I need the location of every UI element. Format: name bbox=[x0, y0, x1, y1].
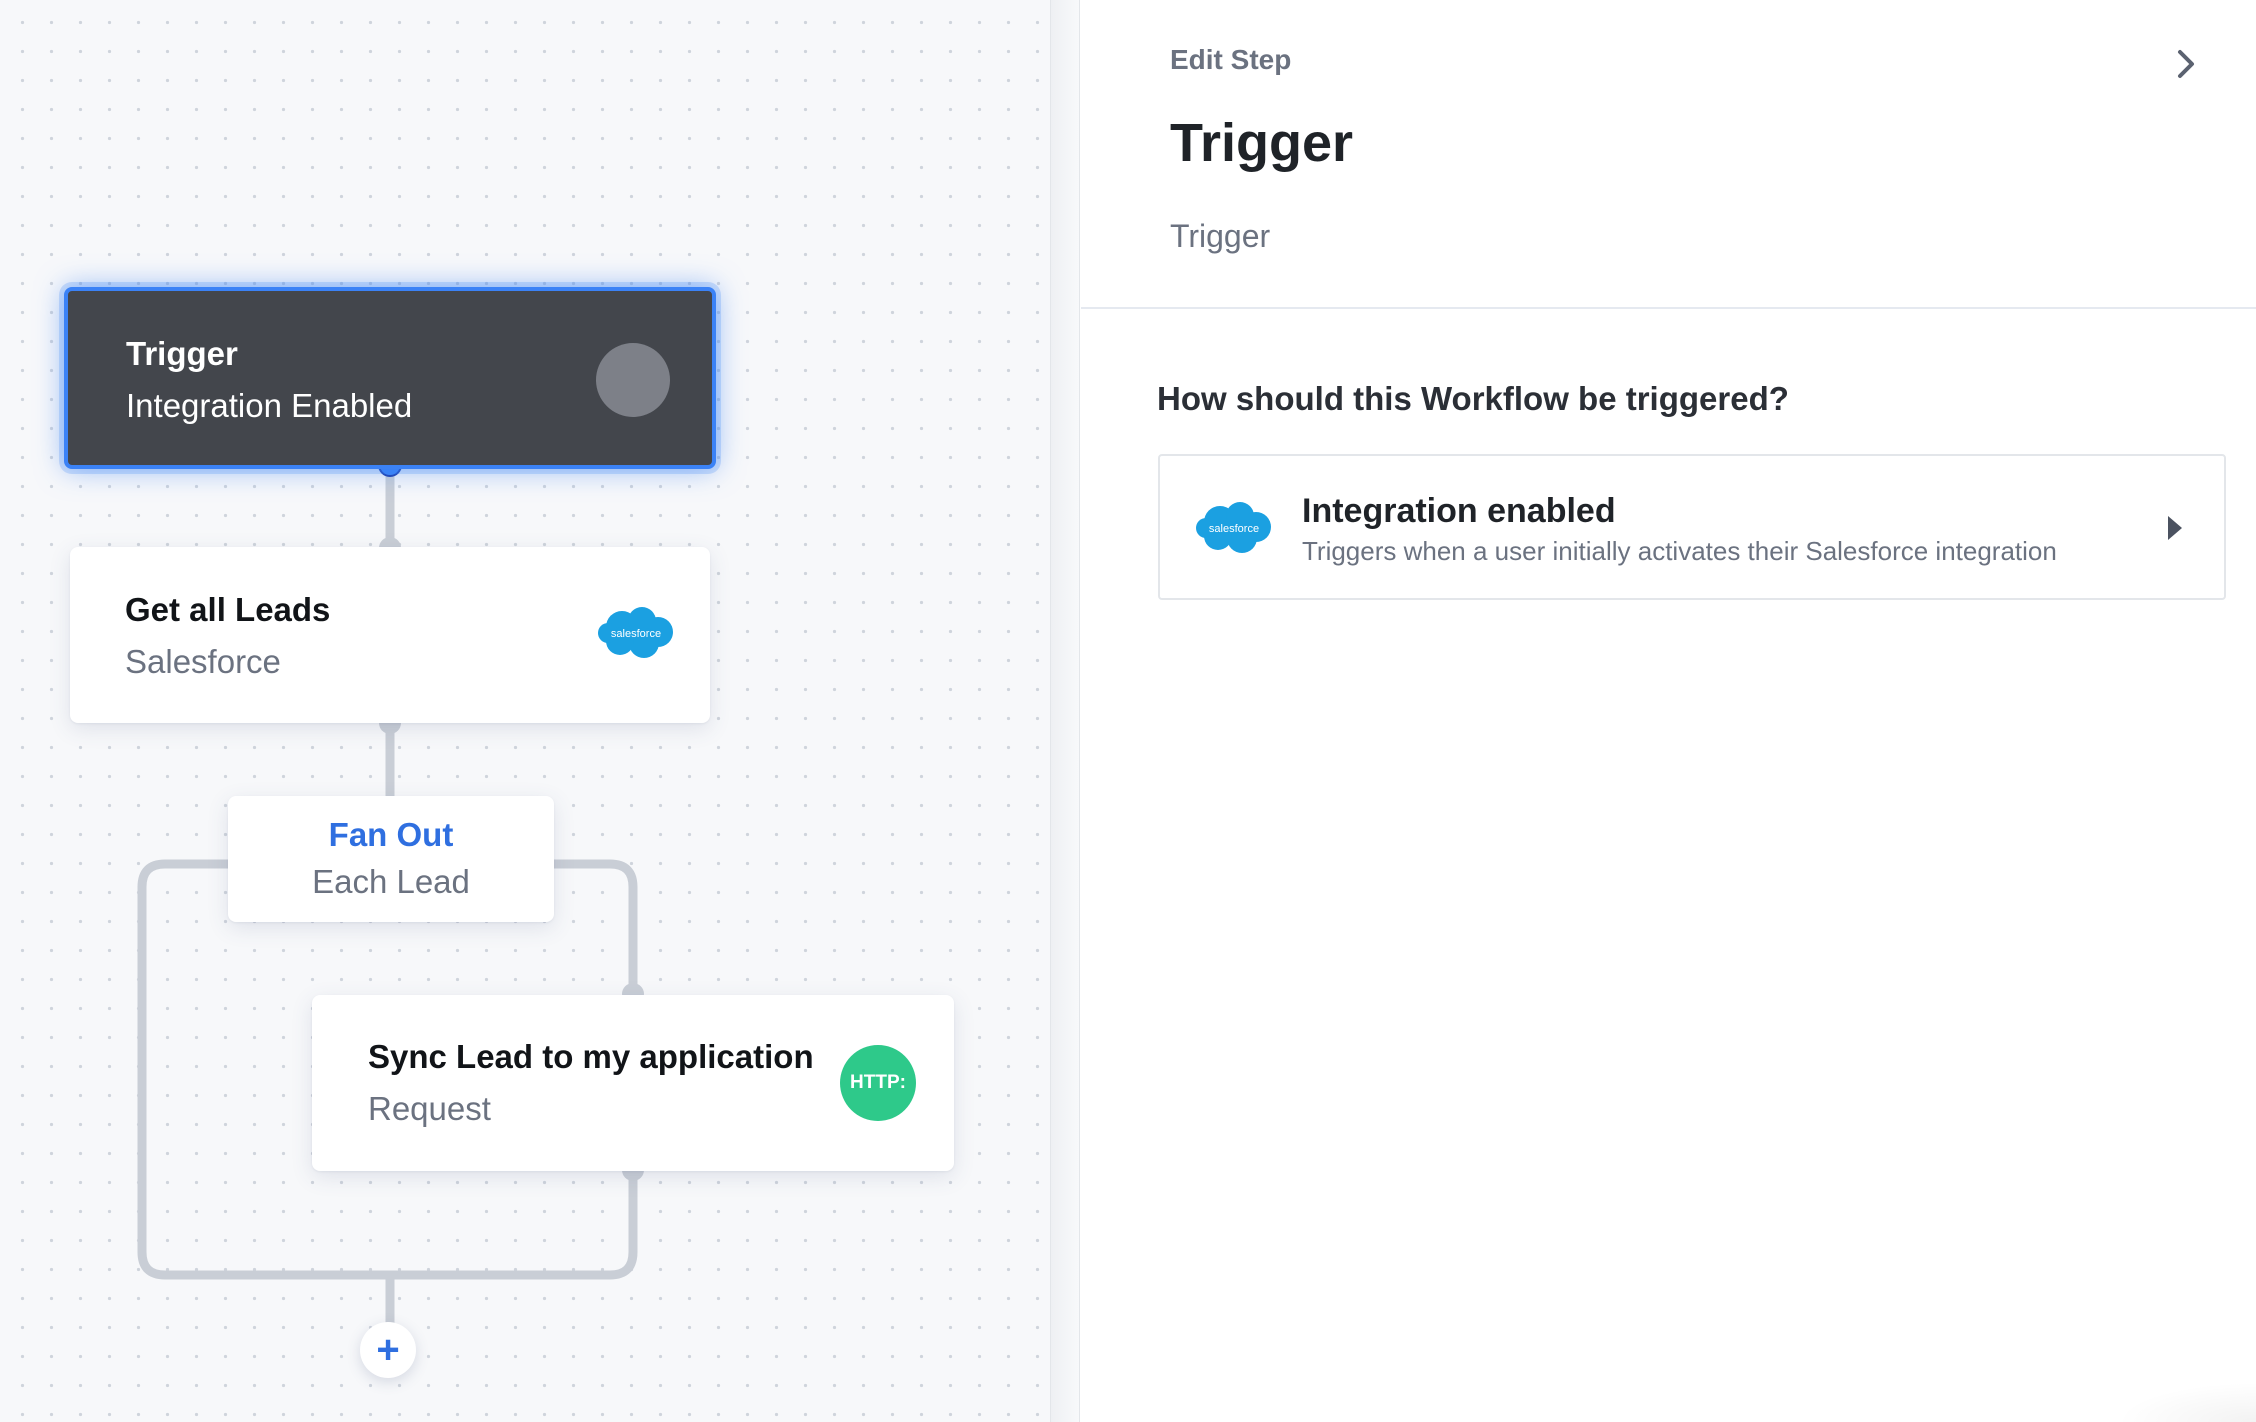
panel-divider[interactable] bbox=[1050, 0, 1080, 1422]
fan-out-node-subtitle: Each Lead bbox=[312, 863, 470, 900]
get-leads-node[interactable]: Get all Leads Salesforce salesforce bbox=[70, 547, 710, 723]
trigger-status-icon bbox=[596, 343, 670, 417]
connector-fanout-sync bbox=[547, 859, 638, 1000]
trigger-option-integration-enabled[interactable]: salesforce Integration enabled Triggers … bbox=[1158, 454, 2226, 600]
caret-right-icon bbox=[2168, 516, 2182, 540]
trigger-node-subtitle: Integration Enabled bbox=[126, 387, 413, 424]
trigger-node[interactable]: Trigger Integration Enabled bbox=[64, 287, 716, 469]
salesforce-logo-text: salesforce bbox=[611, 628, 661, 640]
panel-title: Trigger bbox=[1170, 113, 1354, 173]
sync-lead-node[interactable]: Sync Lead to my application Request HTTP… bbox=[312, 995, 954, 1171]
corner-shade bbox=[2116, 1382, 2256, 1422]
salesforce-logo-icon: salesforce bbox=[598, 607, 673, 658]
http-badge-icon: HTTP: bbox=[840, 1045, 916, 1121]
sync-lead-node-title: Sync Lead to my application bbox=[368, 1038, 814, 1075]
panel-header: Edit Step Trigger Trigger bbox=[1081, 0, 2256, 309]
workflow-canvas[interactable]: Trigger Integration Enabled Get all Lead… bbox=[0, 0, 1050, 1422]
chevron-right-icon[interactable] bbox=[2170, 46, 2202, 82]
add-step-button[interactable]: + bbox=[360, 1322, 416, 1378]
plus-icon: + bbox=[376, 1328, 400, 1372]
salesforce-logo-icon: salesforce bbox=[1196, 502, 1271, 553]
fan-out-node[interactable]: Fan Out Each Lead bbox=[228, 796, 554, 922]
panel-subtitle: Trigger bbox=[1170, 218, 1271, 254]
get-leads-node-title: Get all Leads bbox=[125, 591, 331, 628]
edit-step-panel: Edit Step Trigger Trigger How should thi… bbox=[1081, 0, 2256, 1422]
trigger-question: How should this Workflow be triggered? bbox=[1157, 380, 1789, 417]
option-title: Integration enabled bbox=[1302, 492, 1616, 530]
get-leads-node-subtitle: Salesforce bbox=[125, 643, 281, 680]
sync-lead-node-subtitle: Request bbox=[368, 1090, 491, 1127]
connector-loop bbox=[137, 859, 638, 1280]
panel-label: Edit Step bbox=[1170, 44, 1292, 75]
trigger-node-title: Trigger bbox=[126, 335, 238, 372]
fan-out-node-title: Fan Out bbox=[328, 816, 454, 853]
option-description: Triggers when a user initially activates… bbox=[1302, 536, 2057, 566]
salesforce-logo-text: salesforce bbox=[1209, 523, 1259, 535]
